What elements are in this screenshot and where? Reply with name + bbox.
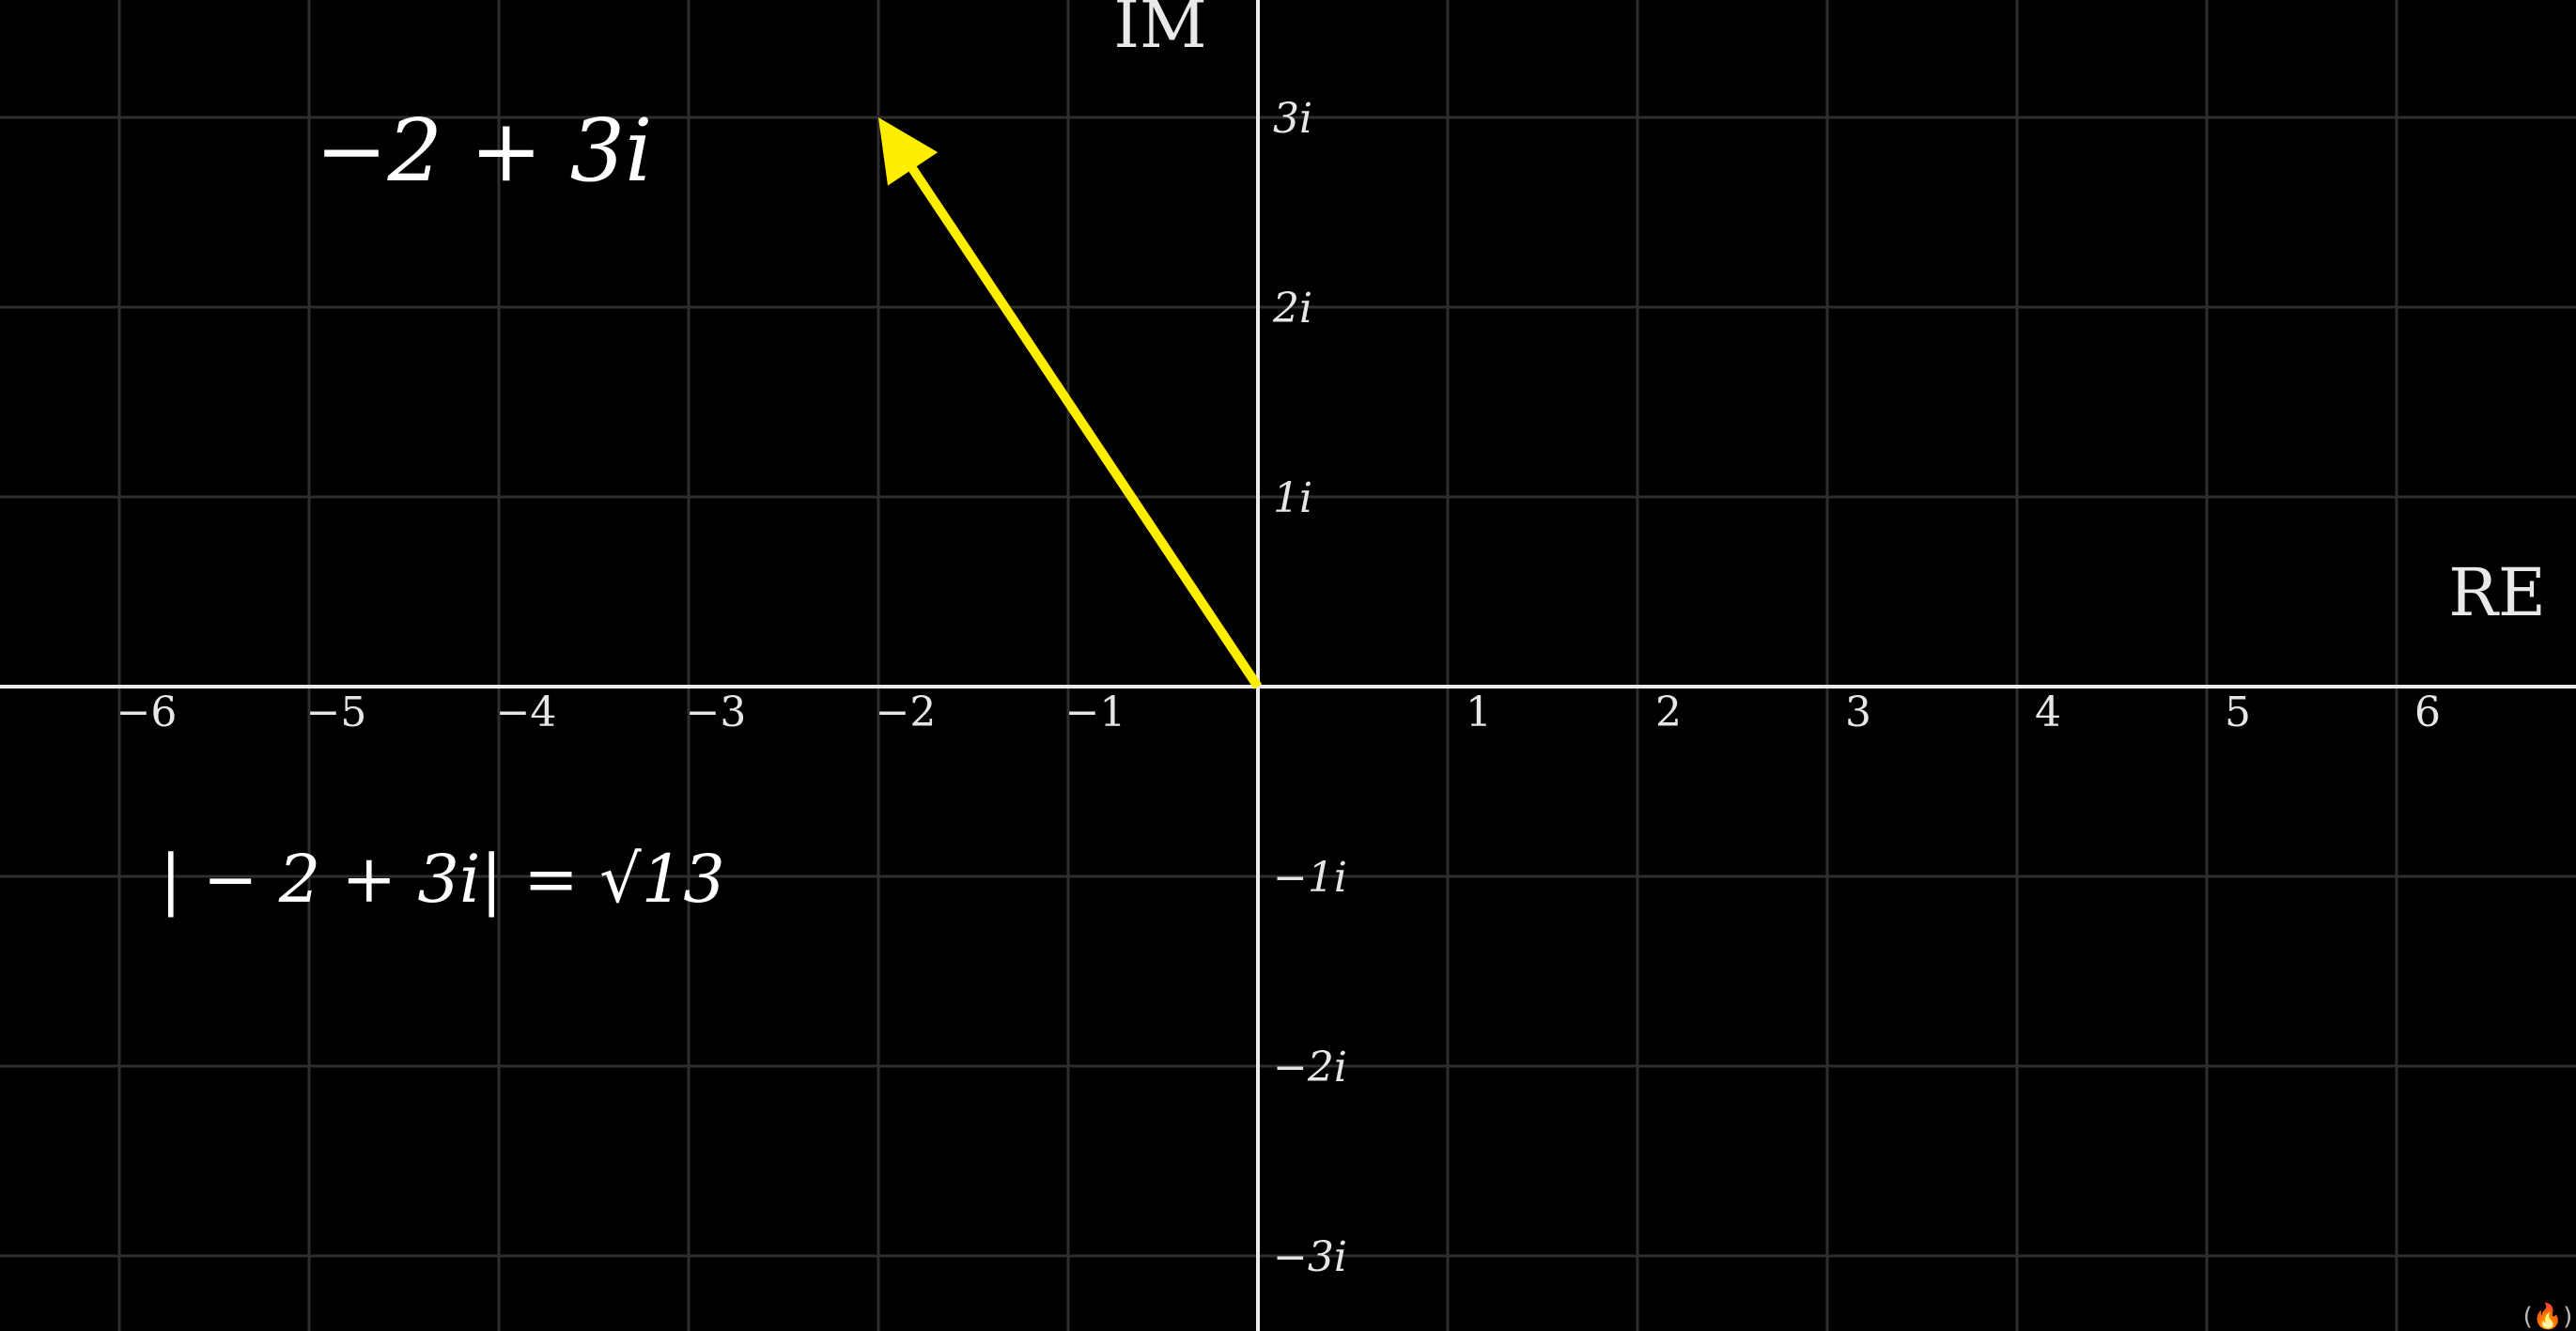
- real-tick-label: −4: [496, 689, 557, 736]
- real-tick-label: −1: [1065, 689, 1126, 736]
- imaginary-tick-label: −1i: [1273, 854, 1347, 902]
- real-tick-label: 4: [2035, 689, 2061, 736]
- tick-labels: −6 −5 −4 −3 −2 −1 1 2 3 4 5 6 3i 2i 1i −1i −2i −3i: [116, 95, 2441, 1281]
- real-axis-title: RE: [2448, 554, 2546, 631]
- svg-text:(🔥): (🔥): [2523, 1302, 2573, 1331]
- imaginary-tick-label: 1i: [1273, 474, 1312, 522]
- real-tick-label: −2: [876, 689, 937, 736]
- real-tick-label: 3: [1845, 689, 1871, 736]
- vector-arrowhead: [878, 117, 939, 186]
- real-tick-label: 6: [2414, 689, 2441, 736]
- freecodecamp-icon: (🔥): [2523, 1302, 2573, 1331]
- real-tick-label: 1: [1466, 689, 1492, 736]
- real-tick-label: 5: [2225, 689, 2251, 736]
- imaginary-axis-title: IM: [1113, 0, 1206, 63]
- imaginary-tick-label: 3i: [1273, 95, 1312, 143]
- imaginary-tick-label: −2i: [1273, 1044, 1347, 1091]
- real-tick-label: −6: [116, 689, 178, 736]
- imaginary-tick-label: 2i: [1272, 285, 1312, 333]
- vector-shaft: [907, 163, 1263, 689]
- real-tick-label: −5: [306, 689, 367, 736]
- point-label: −2 + 3i: [315, 101, 652, 201]
- magnitude-label: | − 2 + 3i| = √13: [160, 841, 725, 918]
- real-tick-label: −3: [686, 689, 747, 736]
- real-tick-label: 2: [1655, 689, 1682, 736]
- vector-arrow: [878, 117, 1263, 689]
- imaginary-tick-label: −3i: [1273, 1233, 1347, 1281]
